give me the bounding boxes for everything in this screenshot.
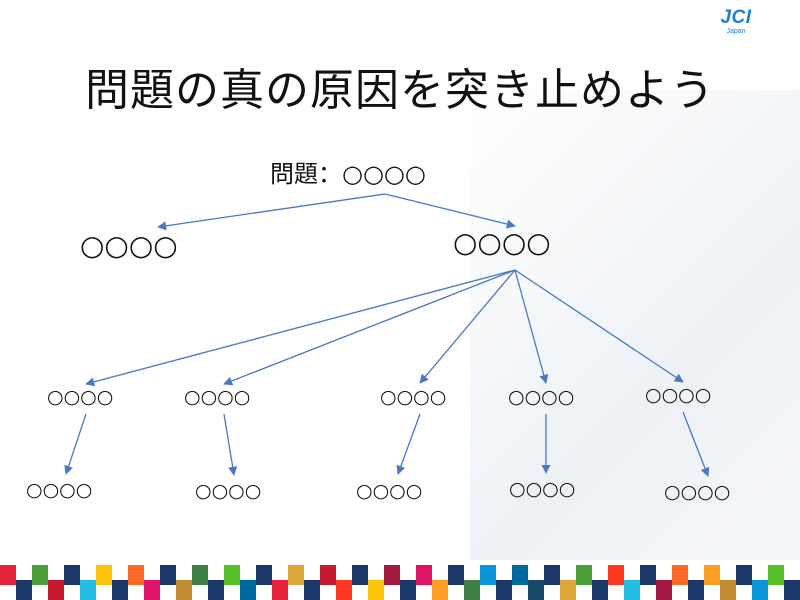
stripe-block [496,580,512,600]
stripe-block [128,565,144,585]
tree-arrow-12 [682,411,710,477]
stripe-block [96,565,112,585]
stripe-block [720,580,736,600]
subcause-node-2: ○○○○ [184,386,251,408]
stripe-block [448,565,464,585]
stripe-block [544,565,560,585]
stripe-block [160,565,176,585]
stripe-block [432,580,448,600]
stripe-block [656,580,672,600]
stripe-block [384,565,400,585]
stripe-block [464,580,480,600]
background-watermark [470,90,800,560]
stripe-block [48,580,64,600]
logo-text: JCI [720,7,752,28]
stripe-block [640,565,656,585]
stripe-block [80,580,96,600]
stripe-block [528,580,544,600]
stripe-block [512,565,528,585]
stripe-block [736,565,752,585]
stripe-block [688,580,704,600]
tree-arrow-2 [384,193,516,229]
stripe-block [224,565,240,585]
stripe-block [16,580,32,600]
tree-arrow-5 [419,269,516,384]
tree-arrow-8 [64,413,87,475]
stripe-block [192,565,208,585]
stripe-block [256,565,272,585]
stripe-block [768,565,784,585]
tree-arrow-7 [514,269,684,383]
logo-subtext: Japan [726,28,746,35]
stripe-block [112,580,128,600]
stripe-block [624,580,640,600]
stripe-block [288,565,304,585]
tree-arrow-9 [223,413,238,476]
stripe-block [752,580,768,600]
stripe-block [176,580,192,600]
stripe-block [352,565,368,585]
cause-node-2: ○○○○ [453,226,551,259]
stripe-block [784,580,800,600]
stripe-block [0,565,16,585]
stripe-block [336,580,352,600]
tree-arrow-6 [514,269,549,384]
stripe-block [672,565,688,585]
sdg-color-stripe [0,565,800,600]
tree-arrow-3 [85,269,516,387]
subcause-node-3: ○○○○ [380,386,447,408]
root-cause-node-2: ○○○○ [195,480,262,502]
tree-arrow-1 [157,193,386,231]
stripe-block [208,580,224,600]
stripe-block [608,565,624,585]
stripe-block [368,580,384,600]
stripe-block [272,580,288,600]
stripe-block [592,580,608,600]
root-problem-node: 問題：○○○○ [270,160,426,188]
root-cause-node-5: ○○○○ [664,481,731,503]
stripe-block [576,565,592,585]
subcause-node-1: ○○○○ [47,386,114,408]
stripe-block [400,580,416,600]
stripe-block [704,565,720,585]
stripe-block [480,565,496,585]
subcause-node-4: ○○○○ [508,386,575,408]
root-cause-node-4: ○○○○ [509,478,576,500]
root-cause-node-3: ○○○○ [356,480,423,502]
stripe-block [144,580,160,600]
stripe-block [64,565,80,585]
stripe-block [416,565,432,585]
cause-node-1: ○○○○ [80,229,178,262]
subcause-node-5: ○○○○ [645,384,712,406]
tree-arrow-4 [223,269,516,386]
slide-title: 問題の真の原因を突き止めよう [85,65,715,116]
stripe-block [560,580,576,600]
tree-arrow-10 [396,413,421,475]
jci-logo: JCI Japan [706,8,766,36]
stripe-block [304,580,320,600]
stripe-block [320,565,336,585]
root-cause-node-1: ○○○○ [26,479,93,501]
stripe-block [32,565,48,585]
stripe-block [240,580,256,600]
